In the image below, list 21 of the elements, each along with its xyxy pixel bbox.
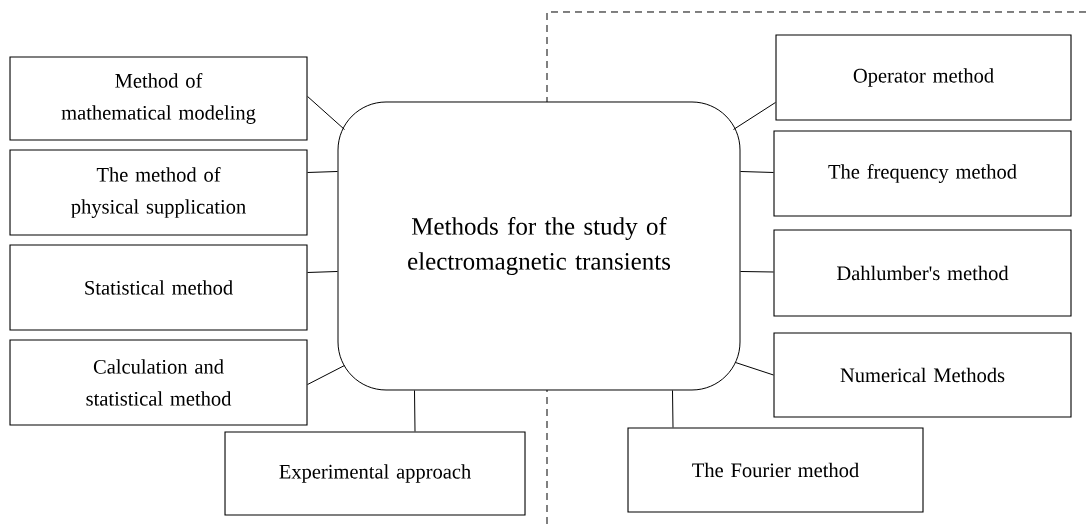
connector-line (740, 271, 774, 273)
method-box: The method of physical supplication (9, 149, 308, 236)
connector-line (733, 102, 776, 130)
connector-line (307, 271, 338, 273)
method-box: Statistical method (9, 244, 308, 331)
method-box: Dahlumber's method (773, 229, 1072, 317)
method-box: Calculation and statistical method (9, 339, 308, 426)
method-box: The frequency method (773, 130, 1072, 217)
method-box: Method of mathematical modeling (9, 56, 308, 141)
method-box: The Fourier method (627, 427, 924, 513)
method-box: Operator method (775, 34, 1072, 121)
connector-line (307, 171, 338, 173)
method-box: Experimental approach (224, 431, 526, 516)
connector-line (307, 96, 345, 130)
connector-line (672, 390, 674, 428)
connector-line (740, 171, 774, 173)
connector-line (307, 365, 345, 385)
connector-line (735, 362, 774, 376)
method-box: Numerical Methods (773, 332, 1072, 418)
topic-box: Methods for the study of electromagnetic transients (337, 101, 741, 391)
connector-line (414, 390, 416, 432)
